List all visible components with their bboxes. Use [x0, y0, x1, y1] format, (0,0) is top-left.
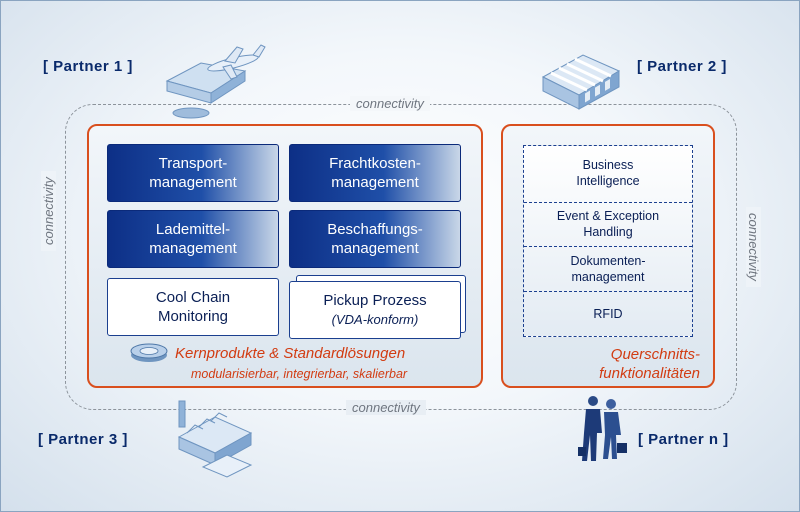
- cross-item-dokumentenmanagement[interactable]: Dokumenten-management: [524, 247, 692, 291]
- product-label-line2: management: [331, 174, 419, 191]
- cross-item-label-line2: Intelligence: [576, 174, 640, 188]
- product-transportmanagement[interactable]: Transport-management: [107, 144, 279, 202]
- product-frachtkostenmanagement[interactable]: Frachtkosten-management: [289, 144, 461, 202]
- cross-item-label-line2: management: [571, 270, 645, 284]
- product-beschaffungsmanagement[interactable]: Beschaffungs-management: [289, 210, 461, 268]
- cross-divider: [524, 202, 692, 203]
- cross-divider: [524, 246, 692, 247]
- cross-divider: [524, 291, 692, 292]
- product-label-line1: Lademittel-: [155, 221, 231, 238]
- product-label-line1: Transport-: [158, 155, 228, 172]
- cross-title-line1: Querschnitts-: [610, 346, 700, 363]
- product-label-line2: management: [149, 174, 237, 191]
- cross-item-rfid[interactable]: RFID: [524, 292, 692, 336]
- cross-item-label-line1: Dokumenten-: [570, 254, 646, 268]
- product-lademittelmanagement[interactable]: Lademittel-management: [107, 210, 279, 268]
- partner-3-label: [ Partner 3 ]: [38, 431, 128, 448]
- cross-item-label-line1: Event & Exception: [556, 209, 660, 223]
- product-label-line2: (VDA-konform): [331, 312, 419, 327]
- product-pickup-prozess[interactable]: Pickup Prozess (VDA-konform): [289, 281, 461, 339]
- product-label-line1: Cool Chain: [155, 289, 231, 306]
- partner-2-label: [ Partner 2 ]: [637, 58, 727, 75]
- cross-item-label-line2: Handling: [583, 225, 633, 239]
- partner-1-label: [ Partner 1 ]: [43, 58, 133, 75]
- product-label-line1: Pickup Prozess: [323, 292, 427, 309]
- partner-n-label: [ Partner n ]: [638, 431, 729, 448]
- cross-item-label-line1: RFID: [593, 307, 623, 321]
- product-label-line1: Beschaffungs-: [327, 221, 423, 238]
- cross-title-line2: funktionalitäten: [599, 365, 700, 382]
- business-people-icon: [578, 396, 627, 461]
- connectivity-label-top: connectivity: [350, 96, 430, 111]
- product-label-line2: Monitoring: [157, 308, 229, 325]
- connectivity-label-right: connectivity: [746, 207, 761, 287]
- product-label-line1: Frachtkosten-: [329, 155, 421, 172]
- cross-item-label-line1: Business: [582, 158, 634, 172]
- product-label-line2: management: [331, 240, 419, 257]
- factory-icon: [177, 400, 253, 478]
- core-products-subtitle: modularisierbar, integrierbar, skalierba…: [191, 367, 408, 381]
- product-label-line2: management: [149, 240, 237, 257]
- connectivity-label-left: connectivity: [41, 171, 56, 251]
- connectivity-label-bottom: connectivity: [346, 400, 426, 415]
- core-products-title: Kernprodukte & Standardlösungen: [175, 345, 406, 362]
- network-device-icon: [130, 343, 168, 362]
- cross-functions-title: Querschnitts-funktionalitäten: [564, 345, 700, 383]
- airplane-icon: [165, 44, 266, 119]
- warehouse-icon: [541, 54, 621, 110]
